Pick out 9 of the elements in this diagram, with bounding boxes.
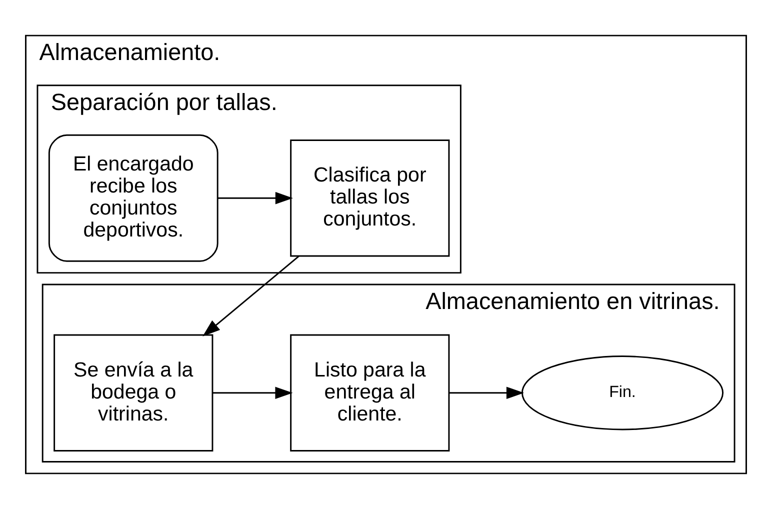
arrow [212,386,293,399]
arrow [202,255,300,336]
node-box: Clasifica por tallas los conjuntos. [290,139,450,256]
arrow [448,386,524,399]
node-box: Listo para la entrega al cliente. [290,334,450,451]
node-box: El encargado recibe los conjuntos deportivos. [48,134,218,262]
arrow [218,191,293,204]
node-box: Se envía a la bodega o vitrinas. [54,334,214,451]
node-ellipse: Fin. [521,355,724,430]
